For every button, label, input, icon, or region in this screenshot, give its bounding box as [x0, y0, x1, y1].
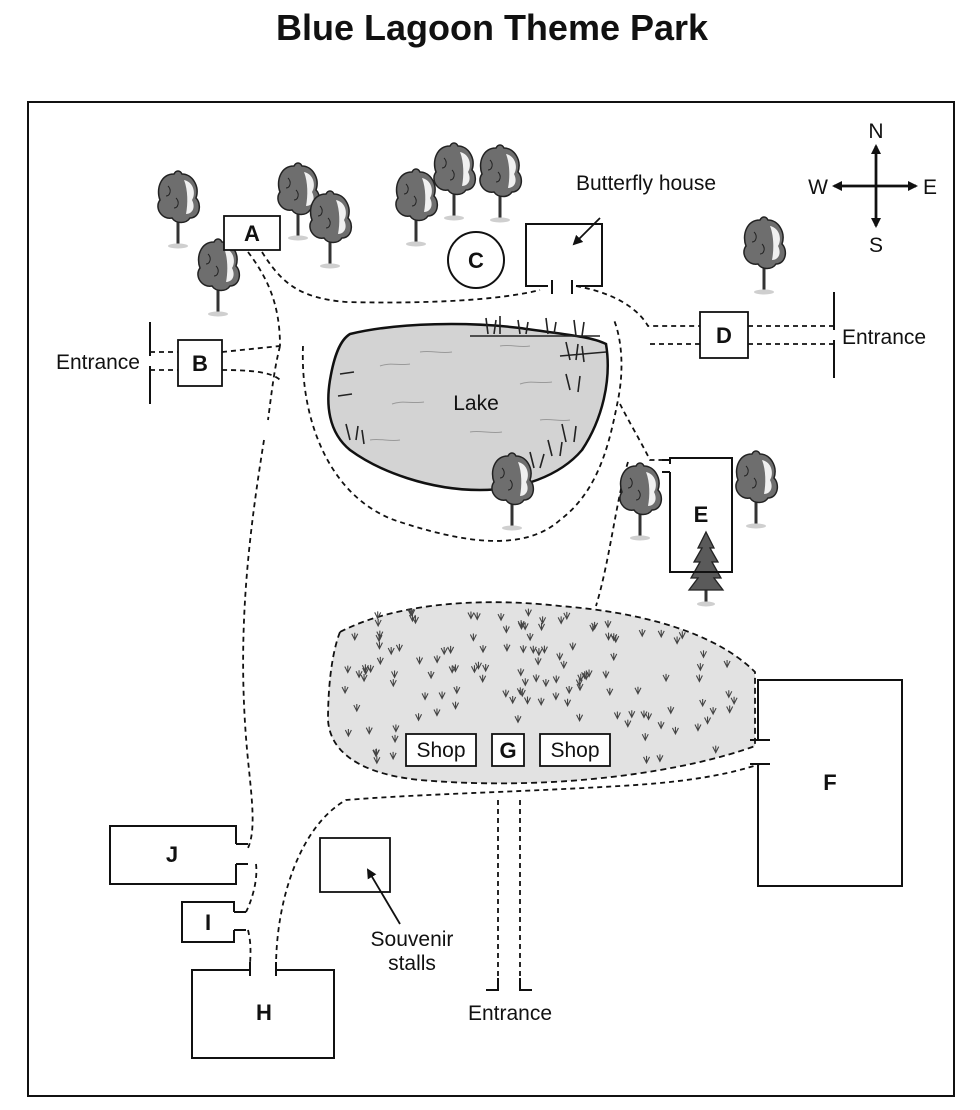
- shop-right[interactable]: Shop: [539, 733, 611, 767]
- map-border: [27, 101, 955, 1097]
- lake-ripples: [369, 344, 571, 442]
- location-h[interactable]: H: [191, 962, 335, 1059]
- location-f[interactable]: F: [750, 679, 903, 887]
- location-b[interactable]: B: [177, 339, 223, 387]
- lake: [327, 322, 609, 492]
- location-j[interactable]: J: [109, 825, 248, 885]
- shop-left-label: Shop: [416, 739, 465, 762]
- lake-reeds: [337, 316, 607, 469]
- south-entrance[interactable]: [486, 978, 532, 991]
- souvenir-stalls[interactable]: [319, 837, 391, 893]
- location-a[interactable]: A: [223, 215, 281, 251]
- location-b-label: B: [192, 351, 208, 376]
- location-d-label: D: [716, 323, 732, 348]
- location-j-label: J: [166, 842, 178, 867]
- location-g-label: G: [499, 738, 516, 763]
- shop-left[interactable]: Shop: [405, 733, 477, 767]
- map-title: Blue Lagoon Theme Park: [276, 7, 709, 48]
- souvenir-stalls-arrow: [366, 868, 401, 925]
- butterfly-house[interactable]: [525, 223, 603, 294]
- location-h-label: H: [256, 1000, 272, 1025]
- souvenir-stalls-label-line1: Souvenir: [371, 928, 454, 951]
- shop-right-label: Shop: [550, 739, 599, 762]
- compass-south: S: [869, 234, 883, 257]
- compass: N S E W: [808, 120, 937, 257]
- location-e-label: E: [694, 502, 709, 527]
- location-i[interactable]: I: [181, 901, 246, 943]
- location-g[interactable]: G: [491, 733, 525, 767]
- grass-tufts: [341, 608, 738, 765]
- west-entrance-label: Entrance: [56, 351, 140, 374]
- lake-label: Lake: [453, 392, 499, 415]
- butterfly-house-label: Butterfly house: [576, 172, 716, 195]
- butterfly-house-arrow: [572, 217, 601, 246]
- location-e[interactable]: E: [662, 457, 733, 573]
- location-d[interactable]: D: [699, 311, 749, 359]
- location-f-label: F: [823, 770, 836, 795]
- location-c-label: C: [468, 248, 484, 273]
- compass-east: E: [923, 176, 937, 199]
- compass-west: W: [808, 176, 828, 199]
- location-a-label: A: [244, 221, 260, 246]
- souvenir-stalls-label-line2: stalls: [388, 952, 436, 975]
- east-entrance-label: Entrance: [842, 326, 926, 349]
- compass-north: N: [868, 120, 883, 143]
- location-i-label: I: [205, 910, 211, 935]
- location-c[interactable]: C: [447, 231, 505, 289]
- south-entrance-label: Entrance: [468, 1002, 552, 1025]
- footpaths: [150, 251, 838, 980]
